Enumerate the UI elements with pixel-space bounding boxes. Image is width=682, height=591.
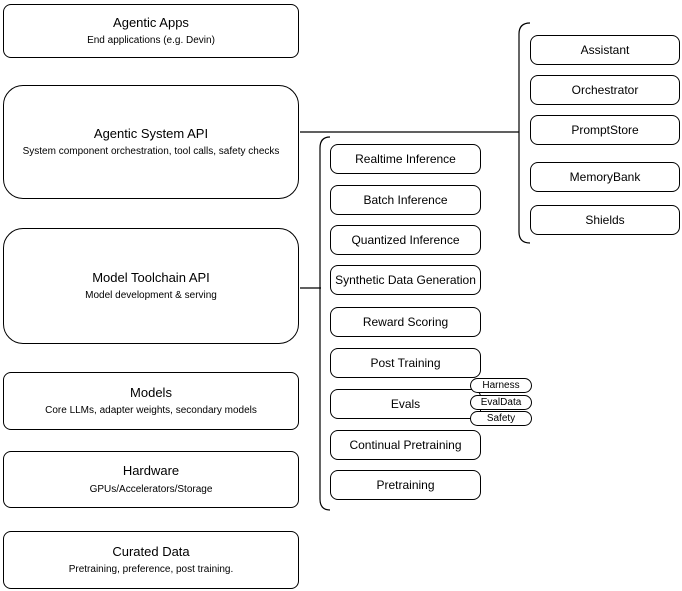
component-quantized-inference: Quantized Inference: [330, 225, 481, 255]
component-memorybank: MemoryBank: [530, 162, 680, 192]
box-title: Hardware: [122, 463, 180, 479]
component-evals: Evals: [330, 389, 481, 419]
pill-safety: Safety: [470, 411, 532, 426]
box-subtitle: System component orchestration, tool cal…: [22, 146, 280, 158]
agentic-components-bracket: [518, 22, 531, 244]
box-title: Curated Data: [112, 543, 190, 559]
box-hardware: Hardware GPUs/Accelerators/Storage: [3, 451, 299, 508]
component-batch-inference: Batch Inference: [330, 185, 481, 215]
pill-evaldata: EvalData: [470, 395, 532, 410]
component-synthetic-data-generation: Synthetic Data Generation: [330, 265, 481, 295]
component-orchestrator: Orchestrator: [530, 75, 680, 105]
box-subtitle: End applications (e.g. Devin): [87, 35, 215, 47]
component-post-training: Post Training: [330, 348, 481, 378]
box-subtitle: Pretraining, preference, post training.: [68, 564, 234, 576]
component-continual-pretraining: Continual Pretraining: [330, 430, 481, 460]
box-title: Agentic System API: [93, 125, 209, 141]
box-agentic-apps: Agentic Apps End applications (e.g. Devi…: [3, 4, 299, 58]
box-subtitle: Model development & serving: [85, 290, 217, 302]
pill-harness: Harness: [470, 378, 532, 393]
component-promptstore: PromptStore: [530, 115, 680, 145]
component-reward-scoring: Reward Scoring: [330, 307, 481, 337]
component-realtime-inference: Realtime Inference: [330, 144, 481, 174]
box-title: Model Toolchain API: [92, 269, 210, 285]
box-curated-data: Curated Data Pretraining, preference, po…: [3, 531, 299, 589]
toolchain-components-bracket: [319, 136, 331, 511]
component-shields: Shields: [530, 205, 680, 235]
box-title: Models: [130, 384, 172, 400]
box-models: Models Core LLMs, adapter weights, secon…: [3, 372, 299, 430]
box-title: Agentic Apps: [113, 14, 189, 30]
component-pretraining: Pretraining: [330, 470, 481, 500]
box-model-toolchain-api: Model Toolchain API Model development & …: [3, 228, 299, 344]
box-subtitle: GPUs/Accelerators/Storage: [89, 483, 213, 495]
box-subtitle: Core LLMs, adapter weights, secondary mo…: [45, 405, 257, 417]
box-agentic-system-api: Agentic System API System component orch…: [3, 85, 299, 199]
component-assistant: Assistant: [530, 35, 680, 65]
